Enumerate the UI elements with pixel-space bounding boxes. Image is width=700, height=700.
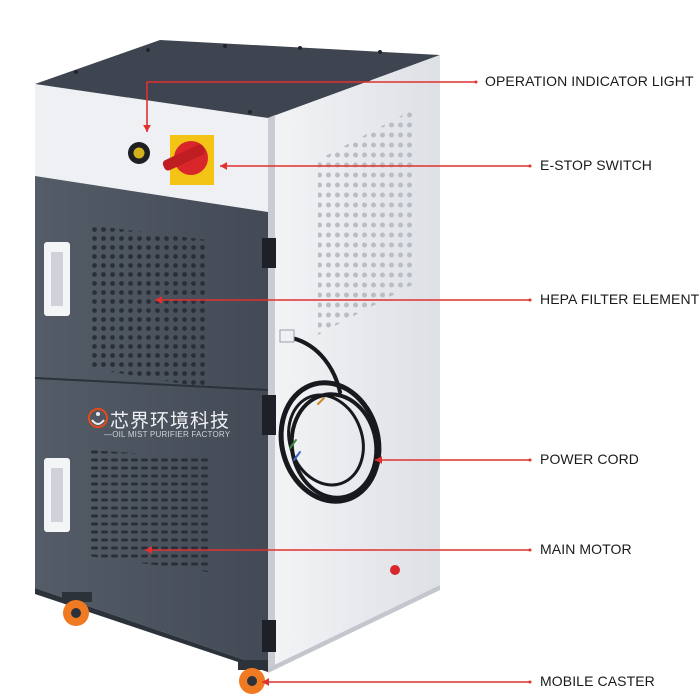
callout-anchor-cord [528,458,532,462]
callout-anchor-motor [528,548,532,552]
mobile-caster-icon[interactable] [238,660,268,694]
front-control-panel [35,84,268,212]
rear-caster-icon [390,565,400,575]
side-panel [268,55,440,668]
callout-label-cord: POWER CORD [540,451,639,467]
callout-arrow-motor [145,546,152,554]
hepa-vent [88,225,208,388]
callout-label-motor: MAIN MOTOR [540,541,632,557]
callout-anchor-caster [528,680,532,684]
callout-label-estop: E-STOP SWITCH [540,157,653,173]
callout-arrow-estop [220,162,227,170]
callout-arrow-cord [375,456,382,464]
brand-name-cn: 芯界环境科技 [110,410,231,432]
motor-vent [88,450,208,572]
estop-switch-icon[interactable] [162,135,214,185]
callout-arrow-hepa [155,296,162,304]
callout-line-indicator [146,81,476,132]
callout-anchor-estop [528,164,532,168]
callout-label-hepa: HEPA FILTER ELEMENT [540,291,700,307]
callout-anchor-indicator [474,80,478,84]
callout-label-caster: MOBILE CASTER [540,673,655,689]
callout-lines [143,80,532,686]
callout-arrow-indicator [143,125,151,132]
callout-label-indicator: OPERATION INDICATOR LIGHT [485,73,694,89]
callout-anchor-hepa [528,298,532,302]
brand-name-en: —OIL MIST PURIFIER FACTORY [104,430,231,439]
front-doors [34,176,276,668]
callout-arrow-caster [262,678,269,686]
mobile-caster-icon[interactable] [62,592,92,626]
power-cord[interactable] [268,329,392,512]
base [35,585,440,673]
brand-logo-icon [88,408,108,428]
